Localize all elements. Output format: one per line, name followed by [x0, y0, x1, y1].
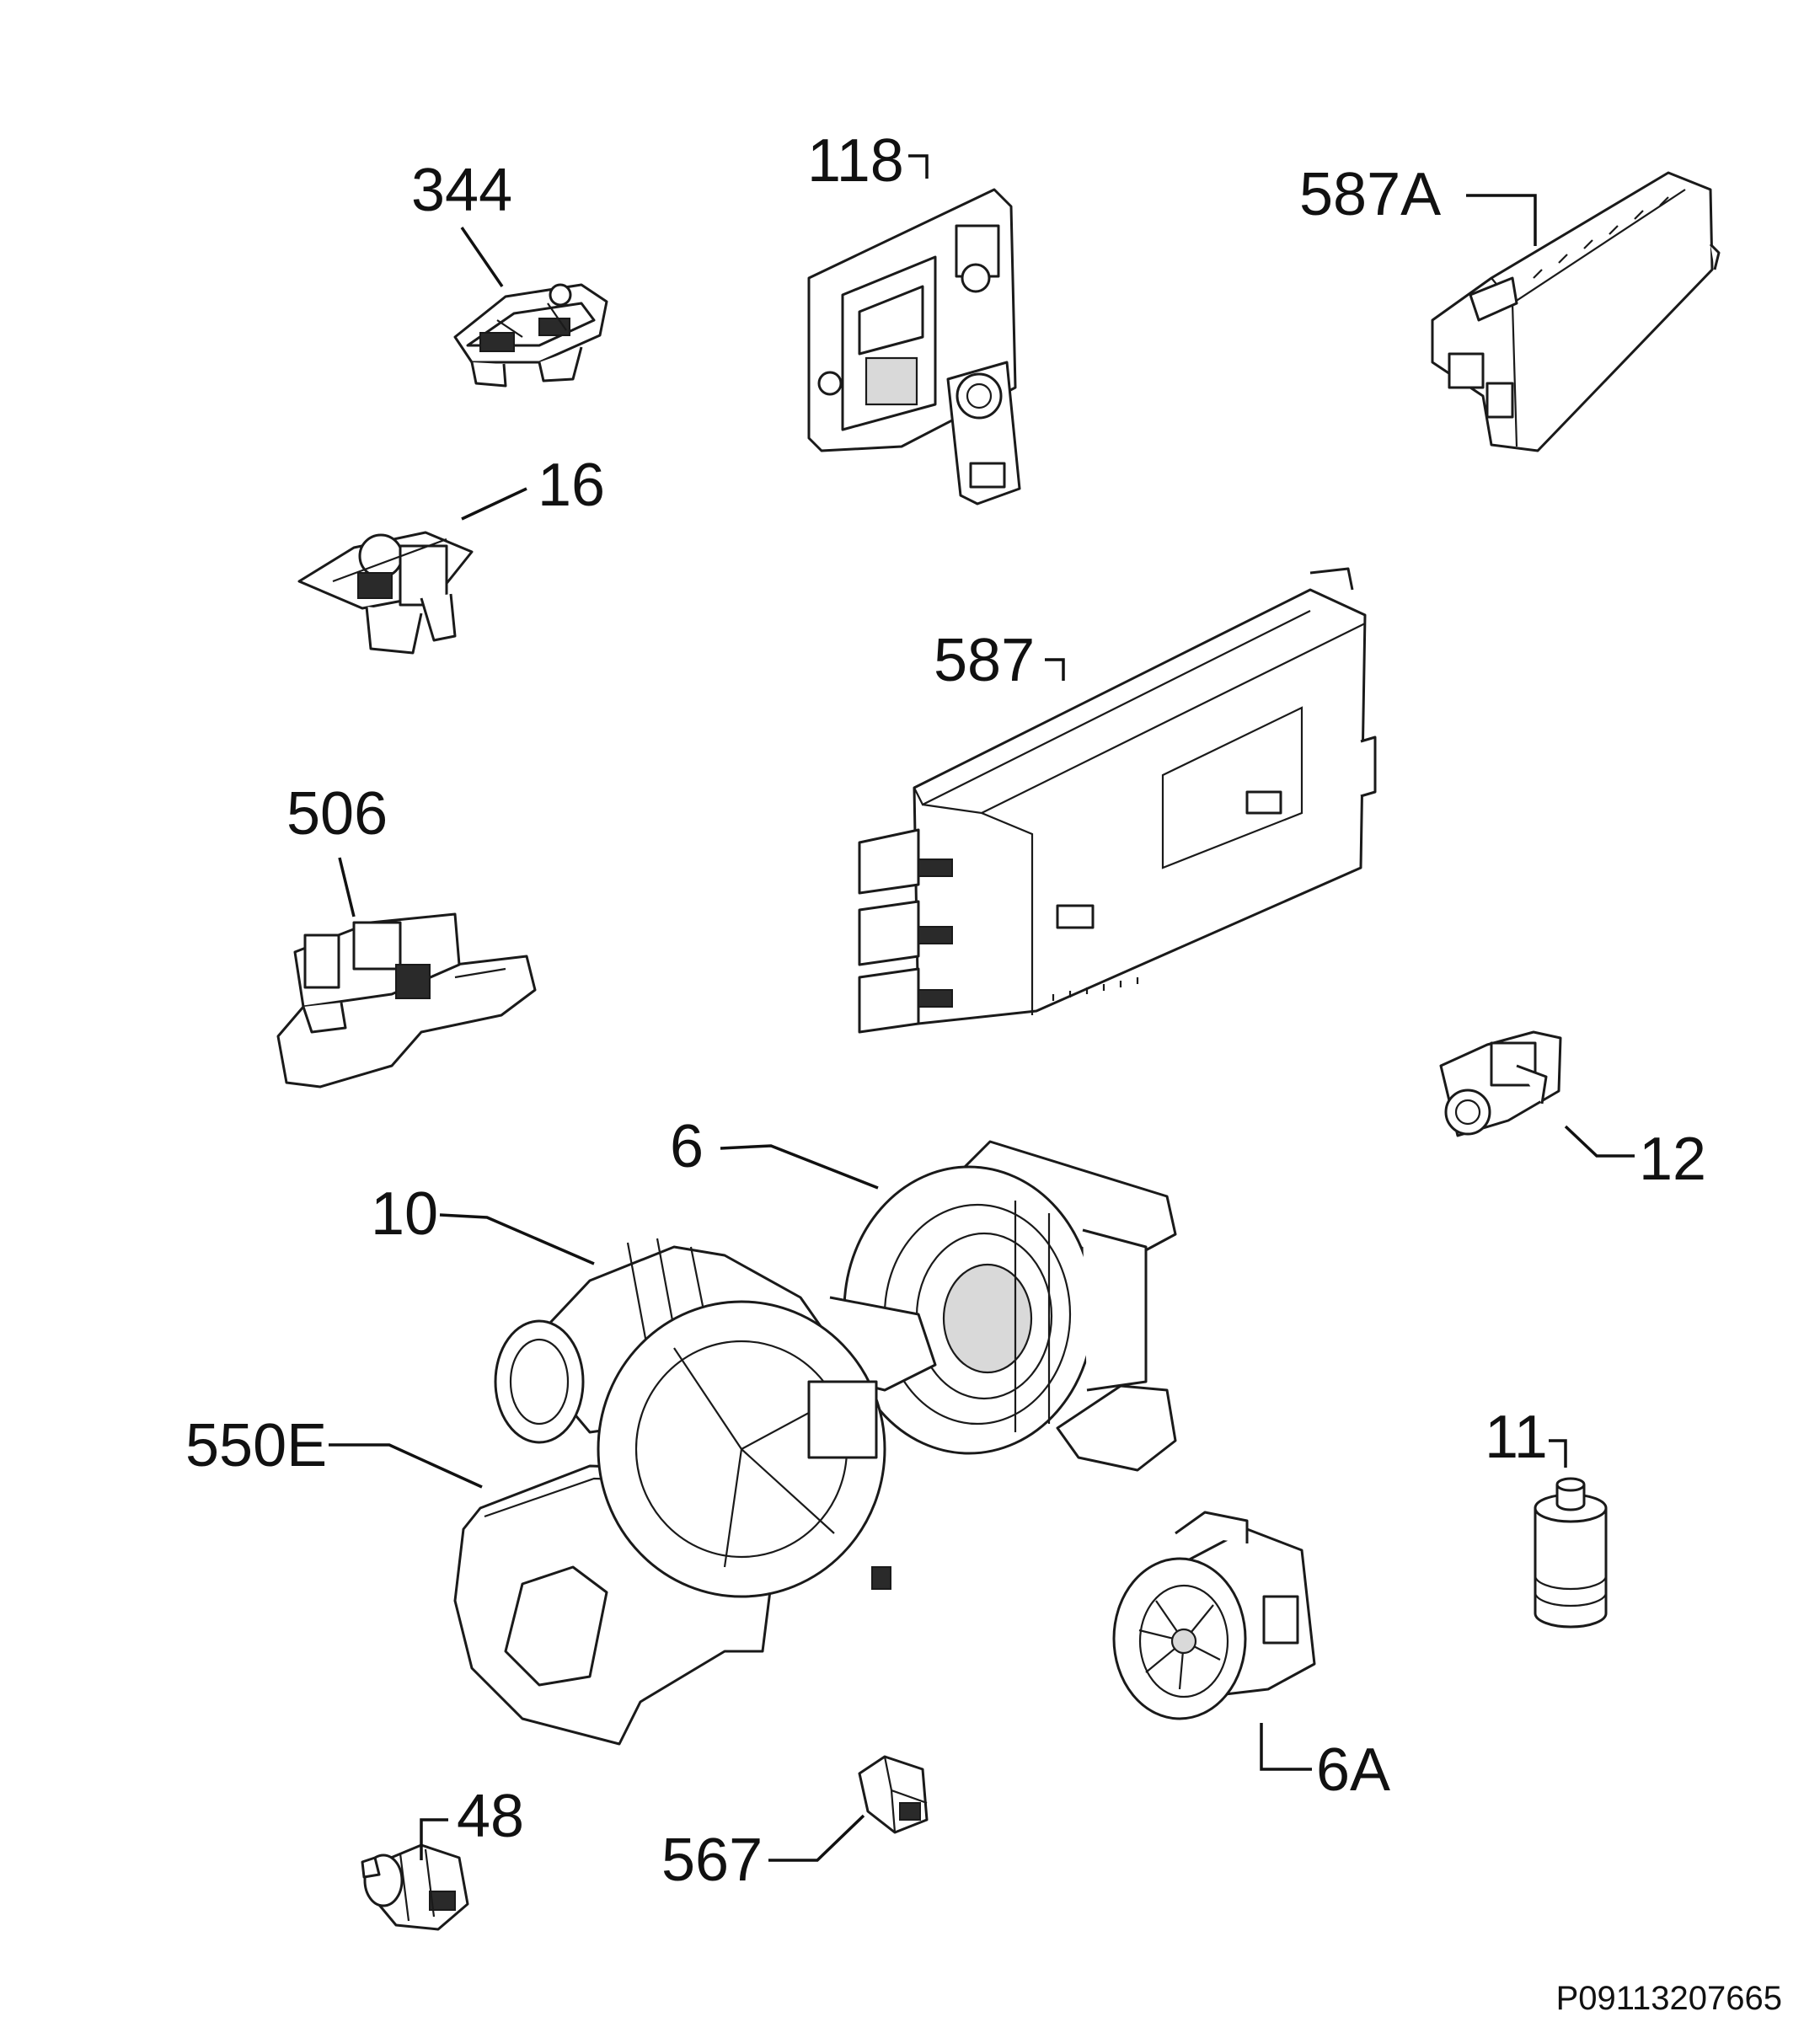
label-506: 506	[286, 780, 388, 848]
drawing-code: P09113207665	[1556, 1980, 1782, 2017]
leader-587A	[1466, 194, 1537, 246]
label-587A: 587A	[1299, 161, 1441, 228]
leader-16	[461, 487, 527, 521]
label-344: 344	[411, 157, 512, 224]
part-6-circulation-pump	[843, 1140, 1177, 1472]
part-11-capacitor	[1534, 1477, 1608, 1629]
part-16-actuator	[297, 531, 474, 655]
part-587A-control-module	[1431, 171, 1721, 452]
part-587-main-control-module	[858, 567, 1377, 1034]
leader-567	[768, 1814, 865, 1862]
label-11: 11	[1485, 1404, 1548, 1471]
part-567-connector	[858, 1755, 929, 1834]
leader-12	[1564, 1125, 1635, 1158]
part-6A-drain-pump	[1112, 1511, 1316, 1720]
leader-6	[720, 1144, 879, 1190]
label-587: 587	[934, 627, 1035, 694]
label-6A: 6A	[1316, 1736, 1390, 1804]
part-12-sensor	[1439, 1030, 1562, 1137]
label-48: 48	[457, 1783, 524, 1850]
leader-118	[908, 154, 929, 179]
leader-6A	[1260, 1723, 1312, 1771]
label-550E: 550E	[185, 1412, 327, 1479]
label-6: 6	[670, 1113, 704, 1180]
part-118-detergent-dispenser	[807, 188, 1021, 506]
label-118: 118	[807, 127, 904, 195]
leader-10	[439, 1213, 595, 1265]
part-344-door-lock	[453, 283, 608, 388]
leader-344	[460, 227, 504, 287]
leader-506	[338, 857, 356, 917]
leader-11	[1549, 1439, 1567, 1468]
part-48-valve	[361, 1843, 469, 1931]
label-16: 16	[538, 452, 605, 519]
leader-550E	[329, 1443, 483, 1489]
label-12: 12	[1639, 1126, 1706, 1193]
part-506-door-latch	[276, 912, 537, 1089]
label-567: 567	[661, 1827, 763, 1894]
label-10: 10	[371, 1180, 438, 1248]
leader-587	[1045, 658, 1065, 681]
part-550E-sump-housing	[453, 1300, 891, 1746]
leader-48	[420, 1818, 448, 1860]
